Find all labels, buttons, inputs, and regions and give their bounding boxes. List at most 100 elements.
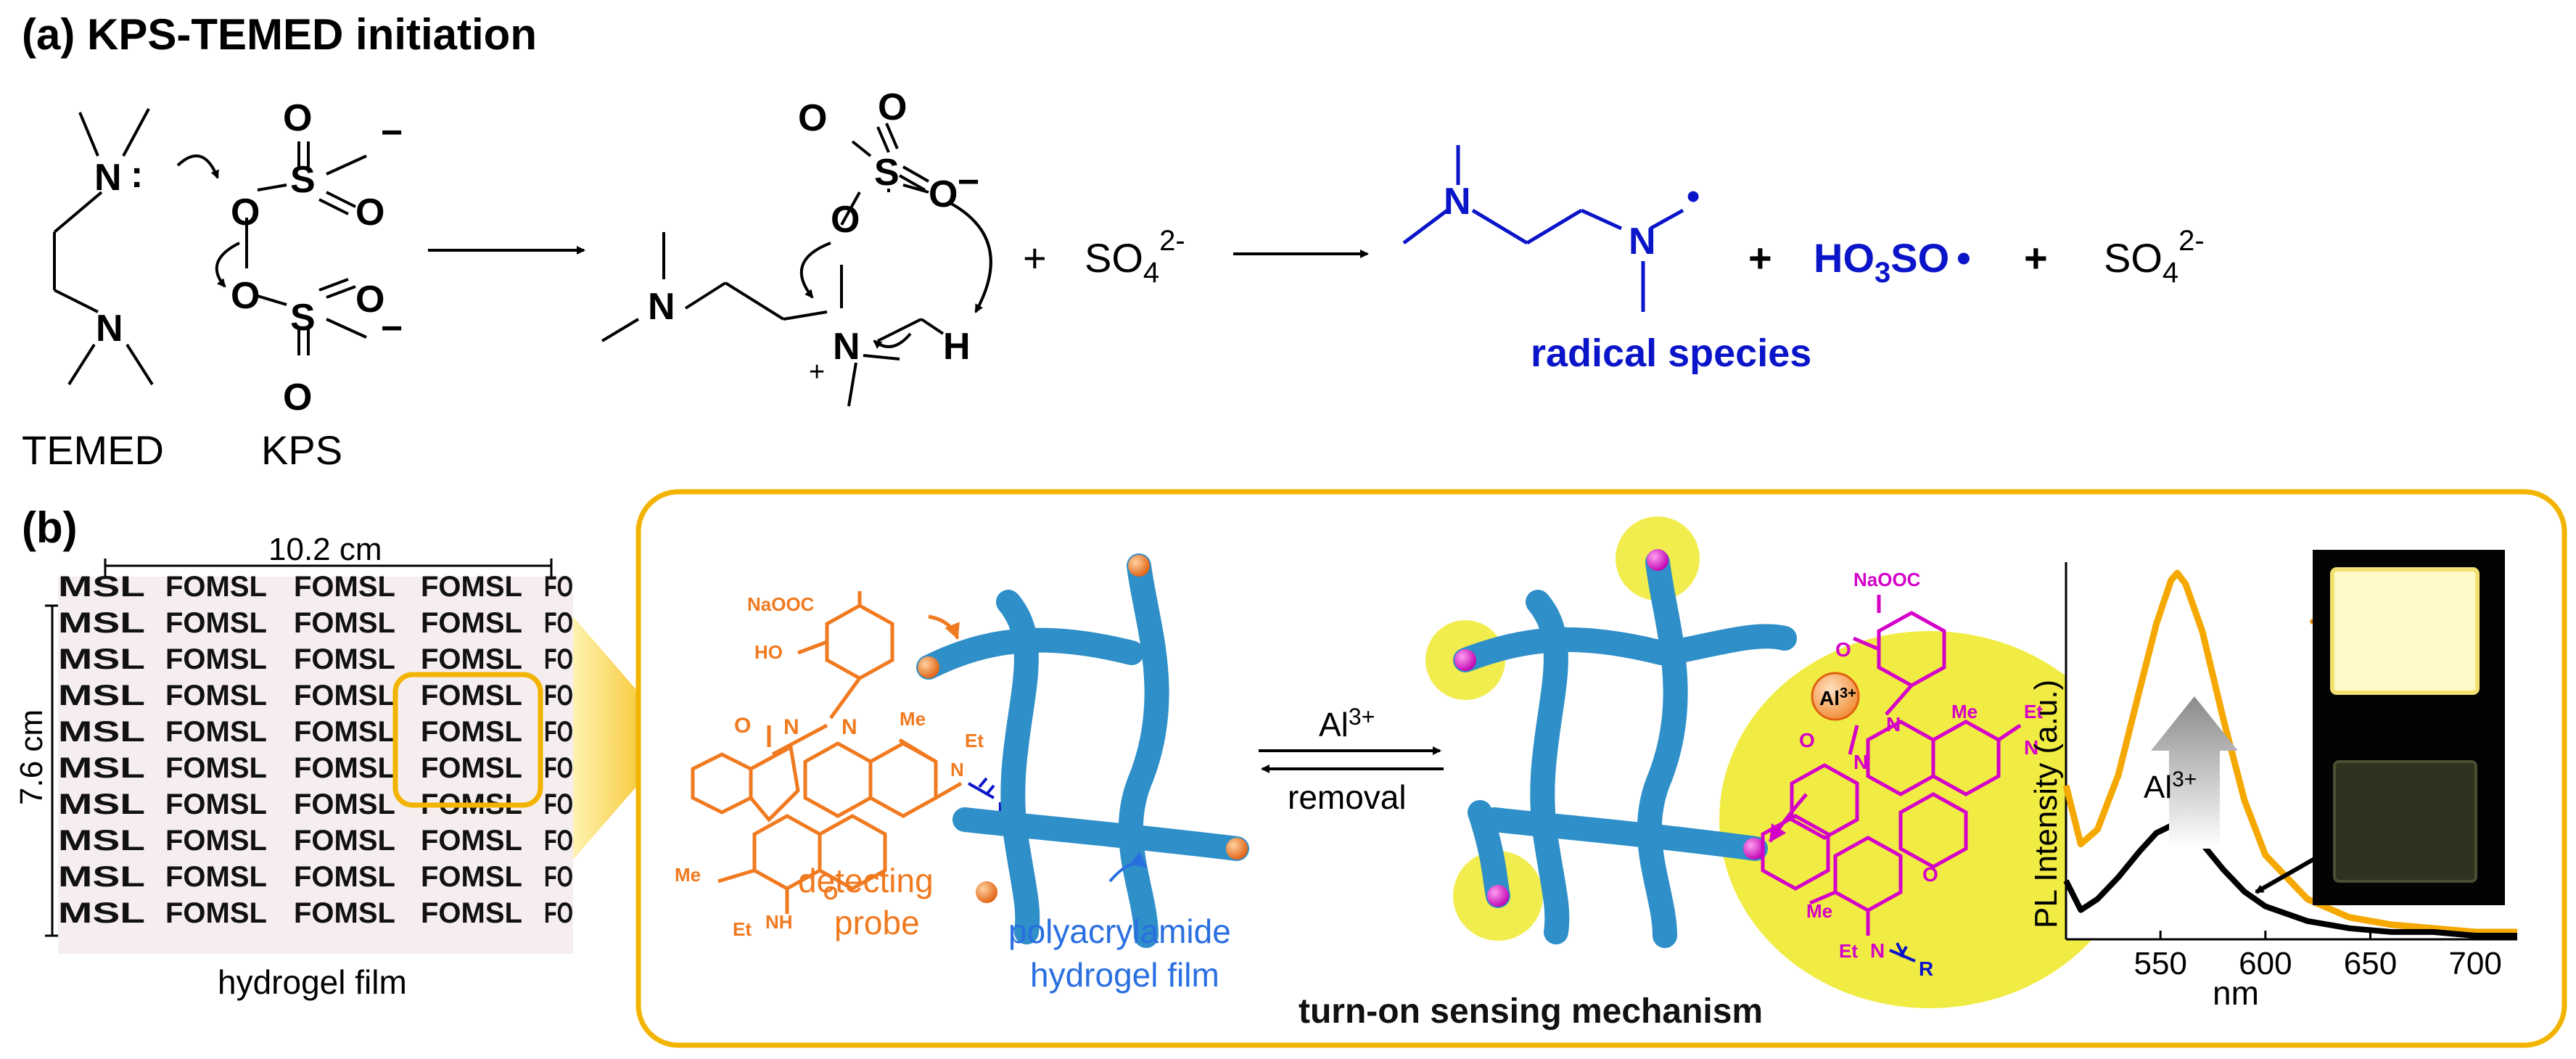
probe-anchor-3 [1226, 838, 1248, 860]
film-word: FOMSL [165, 607, 267, 639]
probe-ho: HO [754, 641, 783, 663]
int-s: S [874, 152, 900, 194]
sulfate-2-base: SO [2104, 235, 2163, 281]
sulfate-1-sub: 4 [1143, 257, 1159, 289]
film-word: FO [544, 861, 573, 893]
al-ion-base: Al [1319, 706, 1349, 743]
temed-n-top: N [94, 157, 122, 199]
film-word: FOMSL [294, 861, 395, 893]
bound-anchor-1 [1454, 649, 1476, 671]
complex-o-ring: O [1922, 863, 1938, 886]
kps-structure [215, 141, 367, 355]
width-label: 10.2 cm [268, 532, 382, 567]
film-word: FOMSL [165, 897, 267, 929]
temed-n-bottom: N [96, 308, 123, 350]
series-line-1 [2062, 569, 2517, 936]
complex-o1: O [1835, 638, 1851, 661]
film-word: FOMSL [421, 571, 522, 603]
intermediate-structure [601, 123, 992, 407]
film-word: FOMSL [165, 825, 267, 857]
kps-s-bottom: S [290, 297, 316, 339]
x-tick-label: 550 [2133, 946, 2186, 981]
kps-o3: O [355, 279, 384, 321]
radical-structure [1402, 145, 1684, 312]
film-word: FO [544, 643, 573, 675]
sulfate-1-charge: 2- [1159, 225, 1185, 257]
polyacrylamide-line1: polyacrylamide [1008, 912, 1231, 950]
svg-text:SO42-: SO42- [2104, 225, 2205, 289]
film-word: FOMSL [165, 752, 267, 784]
film-word: FOMSL [294, 825, 395, 857]
hso-a: HO [1814, 235, 1875, 281]
film-word: FO [544, 825, 573, 857]
sulfate-2-charge: 2- [2178, 225, 2205, 257]
temed-structure [53, 108, 219, 386]
radical-n-left: N [1444, 181, 1471, 223]
chart-annotation: Al3+ [2144, 767, 2197, 805]
bright-film-photo [2330, 567, 2480, 695]
complex-n2: N [1853, 751, 1868, 773]
film-word: MSL [58, 607, 145, 639]
complex-r: R [1919, 957, 1933, 980]
probe-labels: NaOOC HO O N N Me Et N O Me Et NH [675, 593, 984, 940]
polyacrylamide-pointer [1108, 852, 1148, 883]
film-word: MSL [58, 788, 145, 820]
film-word: FO [544, 716, 573, 748]
al-ion-ball-label: Al3+ [1819, 685, 1856, 709]
hydroxysulfate-radical: HO3SO• [1814, 235, 1971, 289]
film-word: FOMSL [421, 752, 522, 784]
radical-dot-1: • [1687, 176, 1700, 218]
film-word: FOMSL [294, 643, 395, 675]
int-plus-charge: + [809, 357, 825, 387]
hso-b: SO [1890, 235, 1949, 281]
panel-a-title: (a) KPS-TEMED initiation [22, 10, 537, 59]
probe-naooc: NaOOC [747, 593, 815, 615]
film-word: FOMSL [165, 643, 267, 675]
probe-anchor-4 [976, 881, 997, 903]
probe-n1: N [783, 715, 799, 739]
x-tick-label: 600 [2239, 946, 2292, 981]
int-o-1: O [798, 97, 827, 139]
complex-n1: N [1886, 713, 1901, 735]
al-complex-structure [1761, 595, 2022, 936]
radical-species-label: radical species [1531, 331, 1811, 375]
film-word: MSL [58, 897, 145, 929]
film-word: FO [544, 788, 573, 820]
film-word: FOMSL [294, 607, 395, 639]
int-n-left: N [648, 286, 675, 328]
al-ball-sup: 3+ [1840, 685, 1856, 701]
complex-n-top: N [2024, 736, 2038, 759]
kps-minus-bottom: − [381, 308, 403, 350]
kps-s-top: S [290, 159, 316, 201]
kps-o-bridge1: O [231, 191, 260, 234]
film-word: FO [544, 752, 573, 784]
film-word: FOMSL [294, 788, 395, 820]
panel-b-mechanism: NaOOC HO O N N Me Et N O Me Et NH R dete… [635, 489, 2567, 1048]
film-word: MSL [58, 716, 145, 748]
chart-annotation-sup: 3+ [2172, 767, 2197, 791]
film-word: FOMSL [421, 716, 522, 748]
al-ion-ball [1811, 672, 1860, 721]
complex-me-bottom: Me [1806, 900, 1832, 922]
al-ball-base: Al [1819, 687, 1840, 709]
chart-ticks: 550 600 650 700 [2133, 931, 2502, 981]
x-tick-label: 650 [2344, 946, 2397, 981]
film-word: FOMSL [165, 861, 267, 893]
probe-me-top: Me [900, 708, 926, 730]
detecting-probe-structure [691, 591, 963, 914]
probe-n2: N [841, 715, 857, 739]
int-o-2: O [878, 86, 907, 128]
sulfate-1: SO42- [1085, 225, 1185, 289]
kps-o4: O [283, 376, 312, 419]
panel-a: (a) KPS-TEMED initiation N : N TEMED [22, 10, 2205, 473]
zoom-chevron [573, 617, 678, 860]
detecting-probe-line2: probe [834, 904, 920, 941]
sulfate-2-sub: 4 [2163, 257, 2178, 289]
probe-et-top: Et [965, 730, 984, 751]
glow-complex [1719, 631, 2140, 1008]
probe-n-right: N [950, 759, 964, 780]
x-tick-label: 700 [2448, 946, 2501, 981]
